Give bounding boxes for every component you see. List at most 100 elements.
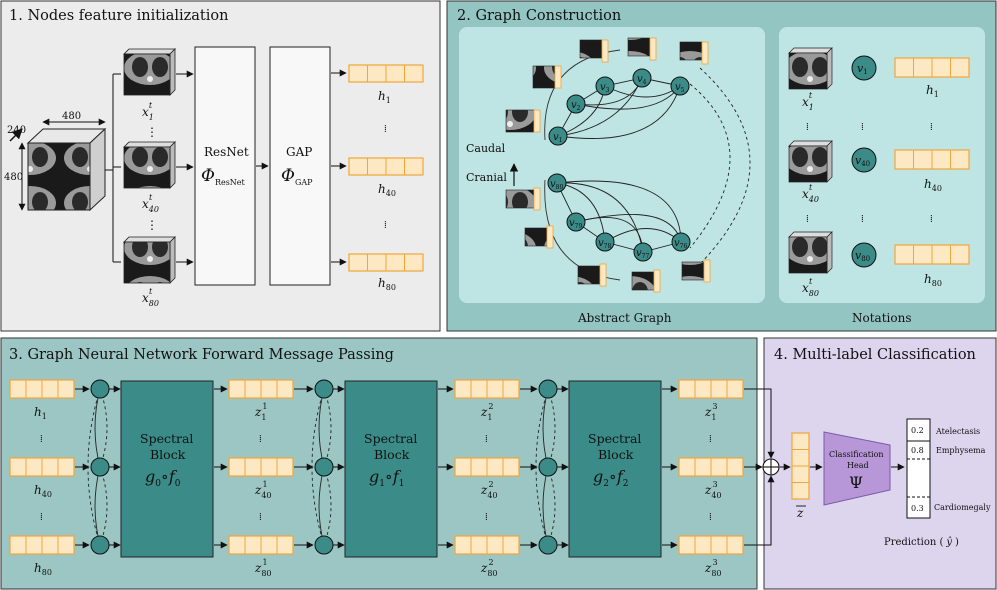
notation-node-v40: v40 [851, 147, 877, 173]
dim-width: 480 [62, 111, 81, 122]
svg-text:v1: v1 [553, 132, 562, 144]
gnn-z2-80 [454, 535, 520, 555]
svg-text:⁞: ⁞ [485, 434, 488, 445]
head-line-2: Head [847, 461, 869, 470]
cranial-label: Cranial [466, 171, 507, 184]
h80-label: h80 [378, 276, 396, 292]
gnn-input-h80-label: h80 [34, 561, 52, 577]
gnn-input-h1-label: h1 [34, 405, 47, 421]
svg-text:⁞: ⁞ [861, 122, 864, 133]
graph-node-v3: v3 [595, 76, 615, 96]
gnn-node-0-40 [90, 457, 110, 477]
gnn-z3-40 [678, 457, 744, 477]
pred-label-emphysema: Emphysema [936, 446, 986, 455]
feature-vector-h80 [348, 253, 424, 272]
slice-label-1: x1t [142, 101, 154, 122]
gnn-node-2-80 [538, 535, 558, 555]
graph-node-v79: v79 [566, 212, 586, 232]
resnet-label: ResNet [204, 145, 249, 159]
svg-text:v76: v76 [674, 238, 687, 250]
head-symbol: Ψ [849, 473, 863, 492]
svg-text:⁞: ⁞ [384, 220, 387, 231]
notation-feature-h40 [894, 149, 970, 170]
notation-feature-h1 [894, 57, 970, 78]
spectral-block-0-fn: g0∘f0 [145, 467, 181, 489]
notation-x80: x80t [802, 277, 819, 298]
gnn-node-2-1 [538, 379, 558, 399]
graph-node-v2: v2 [566, 94, 586, 114]
spectral-block-2-line1: Spectral [588, 431, 641, 446]
svg-text:⁞: ⁞ [40, 434, 43, 445]
gnn-input-h40-label: h40 [34, 483, 52, 499]
gnn-z1-40 [228, 457, 294, 477]
spectral-block-2 [568, 380, 662, 558]
feature-vector-h1 [348, 64, 424, 83]
panel-2-title: 2. Graph Construction [457, 8, 621, 24]
gnn-layer: h1⁞h40⁞h80z11⁞z401⁞z801z12⁞z402⁞z802z13⁞… [9, 379, 775, 578]
ct-volume [26, 127, 107, 212]
resnet-symbol: ΦResNet [201, 166, 246, 187]
z-bar-vector [791, 432, 810, 500]
gnn-z3-80 [678, 535, 744, 555]
svg-text:⁞: ⁞ [930, 122, 933, 133]
gnn-z2-80-label: z802 [480, 558, 498, 578]
svg-text:⁞: ⁞ [259, 512, 262, 523]
gnn-z1-80-label: z801 [254, 558, 272, 578]
abstract-graph-label: Abstract Graph [577, 311, 672, 325]
gnn-input-h80 [9, 535, 75, 555]
svg-text:v80: v80 [550, 179, 563, 191]
gap-label: GAP [286, 145, 312, 159]
panel-3-title: 3. Graph Neural Network Forward Message … [9, 347, 394, 363]
gnn-z1-40-label: z401 [254, 480, 272, 500]
pred-label-atelectasis: Atelectasis [935, 427, 980, 436]
gnn-z2-1 [454, 379, 520, 399]
svg-text:v77: v77 [636, 248, 649, 260]
svg-text:v5: v5 [675, 82, 685, 94]
graph-node-v1: v1 [548, 126, 568, 146]
svg-text:⁞: ⁞ [861, 214, 864, 225]
gnn-node-0-80 [90, 535, 110, 555]
notation-h40-label: h40 [924, 177, 942, 193]
dim-height: 480 [4, 172, 23, 183]
svg-text:v79: v79 [569, 218, 582, 230]
gnn-z3-1 [678, 379, 744, 399]
gnn-node-2-40 [538, 457, 558, 477]
gnn-z1-1 [228, 379, 294, 399]
gnn-z2-1-label: z12 [480, 402, 494, 422]
gnn-node-0-1 [90, 379, 110, 399]
notation-feature-h80 [894, 244, 970, 265]
prediction-label: Prediction (ŷ) [884, 537, 959, 548]
gnn-z2-40 [454, 457, 520, 477]
slice-80-image [123, 236, 176, 284]
notation-node-v80: v80 [851, 242, 877, 268]
gnn-node-1-1 [314, 379, 334, 399]
panel-4-title: 4. Multi-label Classification [774, 347, 976, 363]
svg-text:⁞: ⁞ [384, 124, 387, 135]
gnn-z1-1-label: z11 [254, 402, 268, 422]
slice-1-image [123, 48, 176, 96]
gnn-z3-40-label: z403 [704, 480, 722, 500]
svg-text:⋮: ⋮ [146, 218, 158, 232]
svg-text:⁞: ⁞ [709, 434, 712, 445]
gnn-node-1-40 [314, 457, 334, 477]
notation-h1-label: h1 [926, 83, 939, 99]
gnn-z2-40-label: z402 [480, 480, 498, 500]
svg-text:⁞: ⁞ [709, 512, 712, 523]
graph-node-v4: v4 [632, 68, 652, 88]
h1-label: h1 [378, 89, 391, 105]
svg-text:v78: v78 [598, 238, 611, 250]
graph-node-v5: v5 [670, 76, 690, 96]
svg-text:⁞: ⁞ [930, 214, 933, 225]
gnn-input-h40 [9, 457, 75, 477]
svg-text:⁞: ⁞ [806, 214, 809, 225]
graph-node-v76: v76 [671, 232, 691, 252]
feature-vector-h40 [348, 157, 424, 176]
svg-text:⁞: ⁞ [806, 122, 809, 133]
graph-node-v78: v78 [595, 232, 615, 252]
gnn-z3-80-label: z803 [704, 558, 722, 578]
svg-text:v40: v40 [855, 154, 870, 168]
svg-text:v2: v2 [571, 100, 581, 112]
graph-node-v80: v80 [547, 173, 567, 193]
gap-box [269, 46, 331, 286]
